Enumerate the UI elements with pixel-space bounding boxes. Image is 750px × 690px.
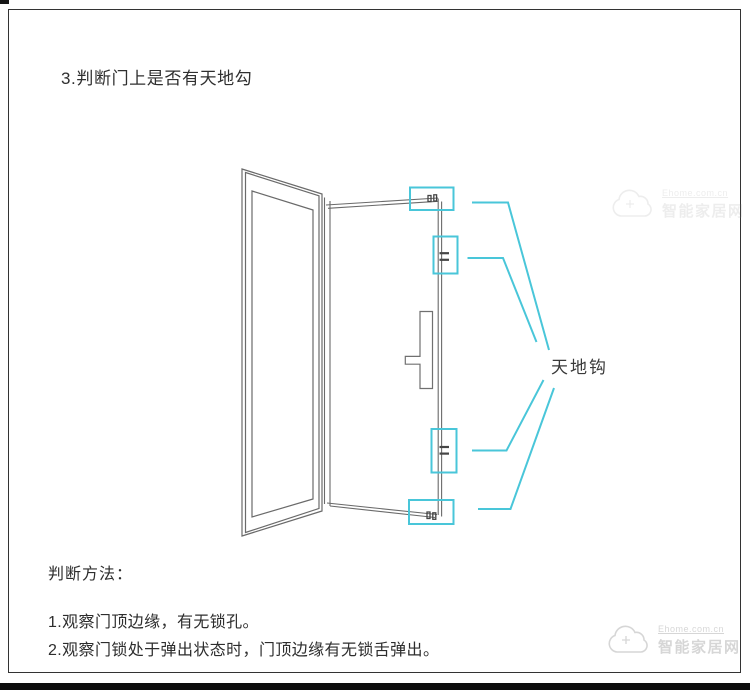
watermark-bottom-right: Ehome.com.cn 智能家居网 [606,622,741,658]
watermark-site: 智能家居网 [658,639,741,656]
lock-bolts [426,194,449,520]
page-border [8,9,741,673]
cloud-icon [608,625,648,653]
page-title: 3.判断门上是否有天地勾 [61,69,253,88]
door-frame [241,168,323,537]
diagram-label: 天地钩 [551,358,608,377]
method-step-2: 2.观察门锁处于弹出状态时，门顶边缘有无锁舌弹出。 [48,642,440,659]
cloud-icon [612,189,652,217]
corner-tick [0,0,9,4]
watermark-top-right: Ehome.com.cn 智能家居网 [610,186,745,222]
bottom-black-bar [0,683,750,690]
watermark-url: Ehome.com.cn [658,624,725,634]
callout-lines [467,201,555,510]
watermark-site: 智能家居网 [662,203,745,220]
method-heading: 判断方法： [48,566,134,583]
door-panel [323,197,443,519]
door-handle [404,310,434,390]
method-step-1: 1.观察门顶边缘，有无锁孔。 [48,614,259,631]
watermark-url: Ehome.com.cn [662,188,729,198]
highlight-boxes [408,186,459,525]
